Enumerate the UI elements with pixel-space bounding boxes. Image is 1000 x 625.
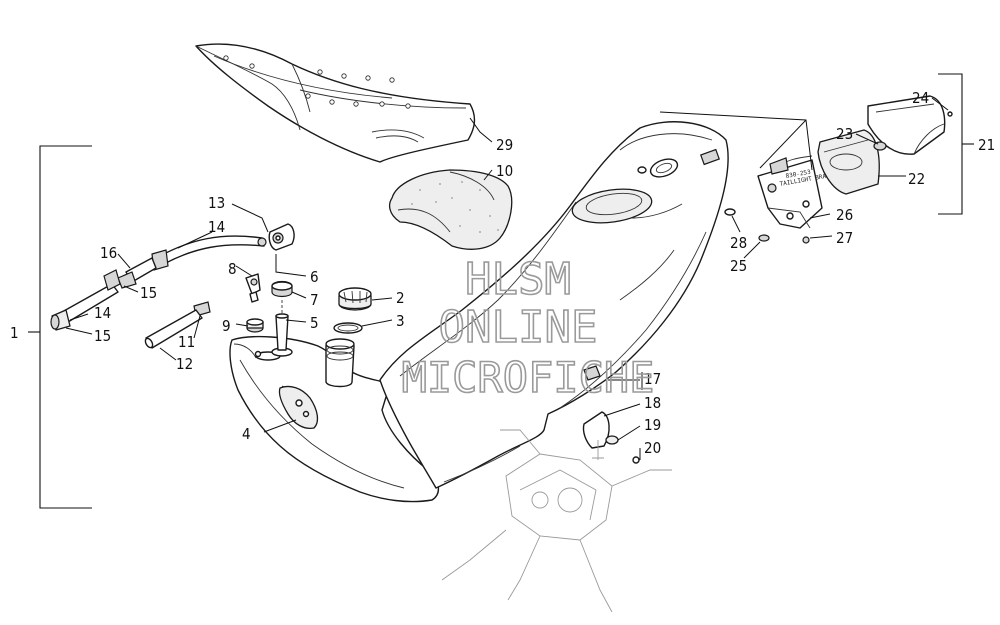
callout-22: 22 bbox=[908, 170, 925, 188]
vent-hose-part-12 bbox=[144, 309, 203, 349]
valve-grommet-part bbox=[271, 280, 293, 298]
assembly-bracket-right bbox=[938, 73, 974, 215]
seat-cover-part bbox=[195, 43, 476, 163]
callout-9: 9 bbox=[222, 317, 231, 335]
callout-20: 20 bbox=[644, 439, 661, 457]
fuel-valve-part bbox=[268, 223, 295, 251]
nut-part-17 bbox=[583, 365, 601, 381]
bracket-sticker-number: 830-253 bbox=[785, 169, 811, 180]
assembly-bracket-left bbox=[28, 145, 92, 509]
callout-27: 27 bbox=[836, 229, 853, 247]
taillight-housing-part bbox=[775, 129, 880, 195]
callout-2: 2 bbox=[396, 289, 405, 307]
watermark: HLSM ONLINE MICROFICHE bbox=[401, 253, 655, 403]
callout-14-top: 14 bbox=[208, 218, 225, 236]
callout-5: 5 bbox=[310, 314, 319, 332]
callout-24: 24 bbox=[912, 89, 929, 107]
leader-lines bbox=[65, 97, 949, 460]
callout-28: 28 bbox=[730, 234, 747, 252]
cap-gasket-part bbox=[333, 322, 363, 334]
fuel-tank-part bbox=[229, 335, 439, 503]
callout-23: 23 bbox=[836, 125, 853, 143]
callout-7: 7 bbox=[310, 291, 319, 309]
callout-3: 3 bbox=[396, 312, 405, 330]
fuel-cap-part bbox=[338, 287, 372, 311]
seat-foam-part bbox=[388, 169, 513, 250]
taillight-lens-part bbox=[867, 95, 946, 155]
watermark-line-1: HLSM bbox=[465, 254, 571, 305]
fuel-line-assembly-part bbox=[50, 235, 267, 331]
callout-15-top: 15 bbox=[140, 284, 157, 302]
washer-part-28 bbox=[724, 208, 736, 216]
screw-part-27 bbox=[802, 236, 810, 244]
callout-15-bottom: 15 bbox=[94, 327, 111, 345]
callout-6: 6 bbox=[310, 268, 319, 286]
watermark-line-2: ONLINE bbox=[439, 302, 598, 353]
callout-4: 4 bbox=[242, 425, 251, 443]
callout-29: 29 bbox=[496, 136, 513, 154]
callout-17: 17 bbox=[644, 370, 661, 388]
callout-14-bottom: 14 bbox=[94, 304, 111, 322]
watermark-line-3: MICROFICHE bbox=[402, 353, 655, 402]
callout-13: 13 bbox=[208, 194, 225, 212]
callout-1: 1 bbox=[10, 324, 19, 342]
callout-21: 21 bbox=[978, 136, 995, 154]
callout-12: 12 bbox=[176, 355, 193, 373]
callout-labels: 1 2 3 4 5 6 7 8 9 10 11 12 13 14 14 15 1… bbox=[10, 89, 995, 457]
callout-19: 19 bbox=[644, 416, 661, 434]
vent-grommet-part bbox=[246, 318, 264, 333]
seat-base-part bbox=[379, 121, 729, 489]
nut-part-25 bbox=[758, 234, 770, 242]
callout-25: 25 bbox=[730, 257, 747, 275]
bolt-part-20 bbox=[632, 456, 640, 464]
pickup-tube-part bbox=[275, 300, 289, 351]
callout-11: 11 bbox=[178, 333, 195, 351]
callout-16: 16 bbox=[100, 244, 117, 262]
chassis-ghost bbox=[441, 429, 672, 613]
callout-26: 26 bbox=[836, 206, 853, 224]
vent-fitting-part bbox=[245, 273, 261, 303]
callout-8: 8 bbox=[228, 260, 237, 278]
callout-10: 10 bbox=[496, 162, 513, 180]
mount-bracket-part-18 bbox=[582, 411, 610, 449]
washer-part-19 bbox=[605, 435, 619, 445]
taillight-connector-part bbox=[769, 157, 789, 175]
callout-18: 18 bbox=[644, 394, 661, 412]
